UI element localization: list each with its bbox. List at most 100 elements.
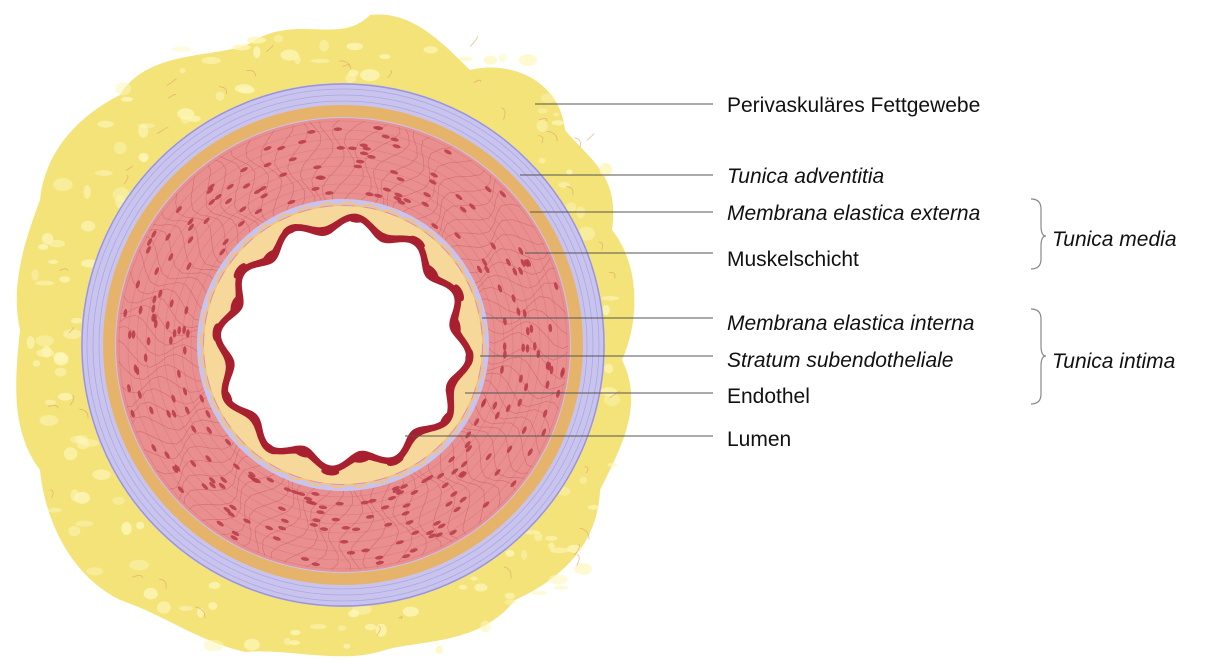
- fat-cell: [81, 221, 95, 232]
- fat-cell: [435, 646, 442, 655]
- fat-cell: [49, 240, 66, 248]
- fat-cell: [579, 477, 587, 484]
- fat-cell: [27, 336, 35, 349]
- fat-cell: [247, 37, 266, 44]
- structure-labels: Perivaskuläres Fettgewebe Tunica adventi…: [727, 94, 980, 451]
- fat-cell: [360, 69, 380, 81]
- fat-cell: [202, 57, 221, 64]
- fat-cell: [232, 44, 250, 50]
- fat-cell: [519, 54, 537, 66]
- fat-cell: [552, 120, 565, 125]
- fat-cell: [136, 522, 144, 530]
- fat-cell: [64, 447, 78, 460]
- label-tunica-media: Tunica media: [1052, 228, 1177, 251]
- brace-tunica-media: [1031, 199, 1046, 269]
- label-perivascular-fat: Perivaskuläres Fettgewebe: [727, 94, 980, 117]
- fat-cell: [253, 46, 260, 58]
- fat-cell: [36, 335, 54, 346]
- fat-cell: [379, 54, 390, 59]
- fat-cell: [209, 582, 221, 589]
- fat-cell: [177, 108, 194, 119]
- fat-cell: [38, 244, 48, 250]
- fat-cell: [48, 260, 58, 264]
- fat-cell: [129, 560, 149, 571]
- fat-cell: [114, 142, 126, 155]
- label-endothelium: Endothel: [727, 385, 810, 408]
- label-lumen: Lumen: [727, 428, 791, 451]
- fat-cell: [290, 630, 300, 636]
- fat-cell: [144, 588, 158, 600]
- fat-cell: [68, 526, 80, 536]
- fat-cell: [179, 606, 193, 611]
- fat-cell: [347, 43, 363, 50]
- fat-cell: [537, 120, 548, 132]
- fat-cell: [310, 624, 326, 629]
- fat-cell: [40, 415, 58, 426]
- fat-cell: [505, 550, 514, 557]
- fat-cell: [311, 59, 330, 63]
- label-tunica-intima: Tunica intima: [1052, 350, 1175, 373]
- fat-cell: [235, 84, 253, 93]
- fat-cell: [343, 644, 350, 649]
- fat-cell: [48, 508, 62, 513]
- fat-cell: [157, 601, 171, 613]
- brace-tunica-intima: [1031, 309, 1046, 404]
- fat-cell: [112, 497, 125, 505]
- fat-cell: [538, 108, 548, 114]
- fat-cell: [588, 505, 599, 510]
- fat-cell: [505, 593, 515, 599]
- fat-cell: [204, 640, 224, 652]
- label-elastica-externa: Membrana elastica externa: [727, 202, 980, 225]
- fat-cell: [480, 621, 490, 633]
- fat-cell: [531, 591, 547, 595]
- fat-cell: [470, 577, 477, 581]
- fat-cell: [365, 624, 376, 631]
- fat-cell: [92, 469, 111, 480]
- fat-capillary: [470, 36, 477, 46]
- fat-cell: [553, 112, 559, 116]
- group-braces: Tunica media Tunica intima: [1031, 199, 1177, 404]
- fat-cell: [459, 57, 473, 62]
- fat-cell: [53, 352, 67, 363]
- fat-cell: [499, 54, 507, 63]
- fat-cell: [284, 638, 291, 646]
- fat-cell: [548, 575, 567, 585]
- fat-cell: [541, 93, 556, 103]
- fat-cell: [45, 400, 56, 405]
- fat-cell: [98, 121, 114, 128]
- fat-cell: [35, 281, 54, 286]
- fat-cell: [403, 607, 419, 617]
- fat-cell: [607, 463, 617, 467]
- fat-cell: [75, 521, 93, 527]
- fat-cell: [244, 639, 260, 651]
- fat-capillary: [587, 134, 594, 140]
- fat-cell: [86, 567, 103, 575]
- fat-cell: [84, 185, 91, 199]
- fat-cell: [180, 68, 186, 73]
- fat-cell: [281, 50, 299, 61]
- fat-cell: [348, 70, 358, 77]
- fat-cell: [31, 269, 38, 280]
- fat-cell: [71, 318, 82, 324]
- fat-cell: [59, 276, 70, 282]
- fat-cell: [553, 586, 568, 590]
- fat-cell: [173, 46, 191, 52]
- fat-cell: [545, 536, 558, 541]
- fat-cell: [474, 583, 487, 591]
- fat-cell: [604, 364, 613, 374]
- fat-cell: [53, 178, 73, 191]
- fat-cell: [289, 640, 300, 645]
- label-elastica-interna: Membrana elastica interna: [727, 312, 974, 335]
- fat-cell: [121, 97, 133, 102]
- fat-cell: [138, 153, 148, 161]
- fat-cell: [602, 305, 609, 315]
- fat-cell: [521, 550, 527, 560]
- fat-cell: [63, 329, 81, 339]
- fat-cell: [504, 599, 517, 605]
- fat-cell: [566, 169, 572, 175]
- fat-cell: [548, 543, 555, 550]
- fat-cell: [539, 158, 546, 164]
- fat-cell: [208, 602, 217, 610]
- fat-cell: [55, 368, 67, 377]
